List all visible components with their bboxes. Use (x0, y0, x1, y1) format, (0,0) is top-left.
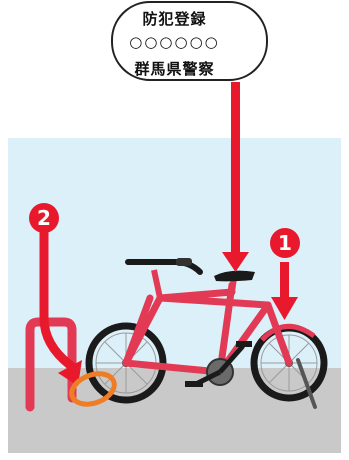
grip (176, 258, 192, 266)
registration-tag (111, 1, 268, 81)
tag-arrow (222, 82, 249, 272)
badge-1: 1 (270, 228, 300, 258)
saddle (214, 270, 255, 282)
wheel-lock-ring (69, 371, 117, 407)
tag-line-1: 防犯登録 (142, 10, 207, 28)
arrow-1 (271, 262, 298, 320)
bicycle-rack (25, 317, 77, 412)
tag-line-3: 群馬県警察 (134, 60, 215, 78)
tag-line-2: ○○○○○○ (129, 33, 220, 51)
badge-2: 2 (29, 203, 59, 233)
ground (8, 368, 341, 453)
kickstand (296, 358, 317, 409)
bicycle-frame (122, 281, 293, 376)
front-fender (260, 324, 316, 342)
stem (151, 269, 163, 299)
arrow-2 (39, 230, 82, 386)
pedal (185, 381, 203, 387)
